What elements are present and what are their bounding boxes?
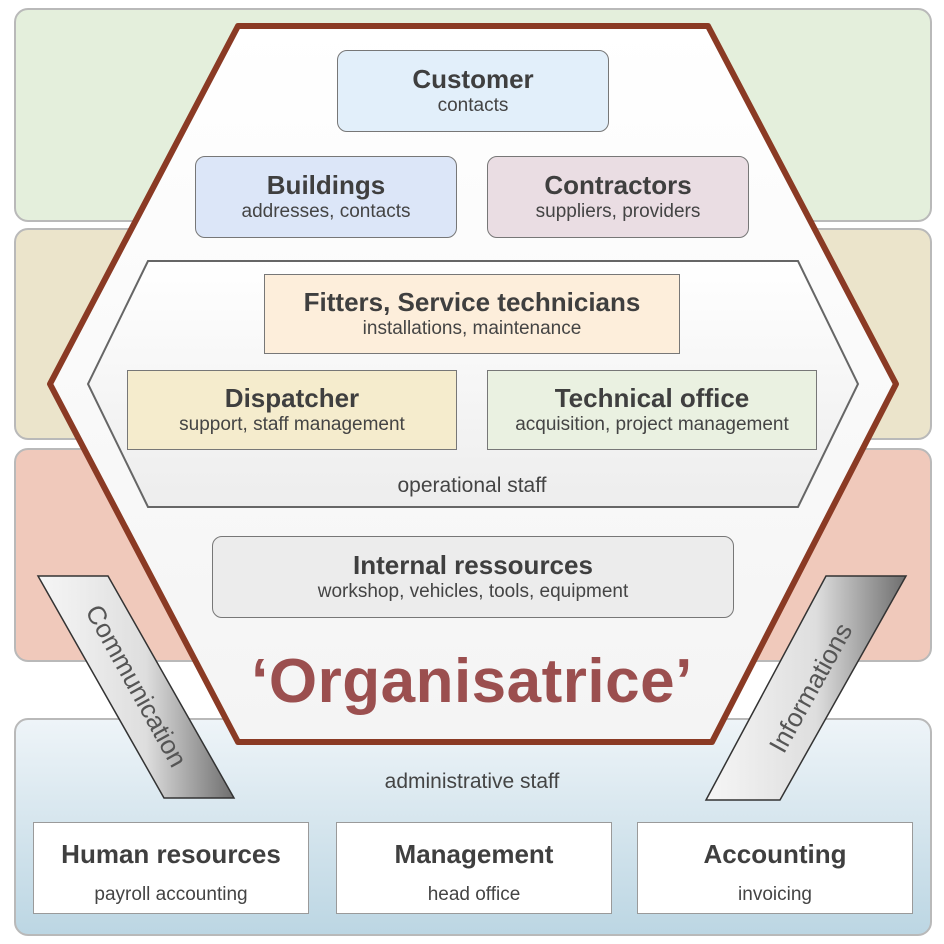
management-subtitle: head office (427, 884, 521, 905)
technical-office-box: Technical office acquisition, project ma… (487, 370, 817, 450)
management-title: Management (394, 839, 554, 869)
dispatcher-box: Dispatcher support, staff management (127, 370, 457, 450)
internal-ressources-box: Internal ressources workshop, vehicles, … (212, 536, 734, 618)
accounting-box: Accounting invoicing (637, 822, 913, 914)
management-box: Management head office (336, 822, 612, 914)
buildings-box: Buildings addresses, contacts (195, 156, 457, 238)
organisatrice-title: ‘Organisatrice’ (251, 647, 693, 716)
buildings-subtitle: addresses, contacts (241, 201, 411, 222)
fitters-title: Fitters, Service technicians (303, 287, 641, 317)
dispatcher-subtitle: support, staff management (179, 414, 405, 435)
fitters-subtitle: installations, maintenance (362, 318, 582, 339)
contractors-box: Contractors suppliers, providers (487, 156, 749, 238)
contractors-subtitle: suppliers, providers (535, 201, 701, 222)
human-resources-title: Human resources (61, 839, 281, 869)
customer-subtitle: contacts (437, 95, 509, 116)
customer-title: Customer (412, 64, 534, 94)
informations-arrow (704, 575, 908, 801)
fitters-box: Fitters, Service technicians installatio… (264, 274, 680, 354)
human-resources-box: Human resources payroll accounting (33, 822, 309, 914)
contractors-title: Contractors (544, 170, 692, 200)
customer-box: Customer contacts (337, 50, 609, 132)
operational-staff-label: operational staff (397, 474, 547, 497)
administrative-staff-label: administrative staff (384, 770, 560, 793)
communication-arrow (36, 575, 236, 799)
accounting-title: Accounting (703, 839, 847, 869)
human-resources-subtitle: payroll accounting (94, 884, 248, 905)
internal-ressources-subtitle: workshop, vehicles, tools, equipment (317, 581, 629, 602)
accounting-subtitle: invoicing (738, 884, 812, 905)
dispatcher-title: Dispatcher (224, 383, 360, 413)
buildings-title: Buildings (266, 170, 386, 200)
technical-office-title: Technical office (554, 383, 750, 413)
technical-office-subtitle: acquisition, project management (515, 414, 789, 435)
internal-ressources-title: Internal ressources (353, 550, 593, 580)
